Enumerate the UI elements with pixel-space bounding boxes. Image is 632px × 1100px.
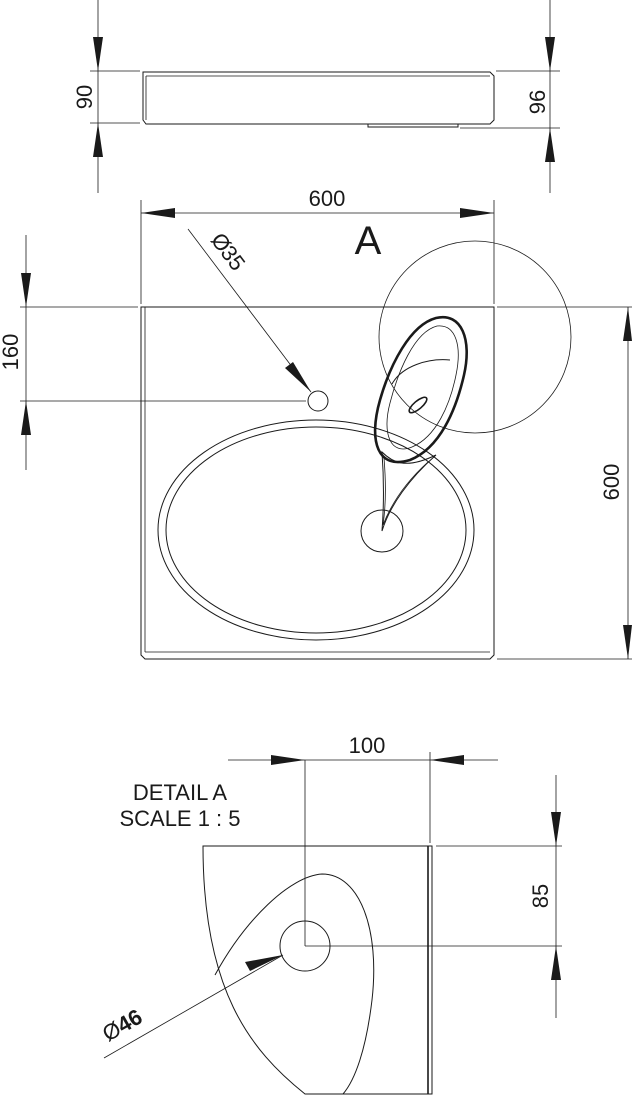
side-left-arrow-top (93, 37, 103, 71)
width-label: 600 (309, 186, 346, 211)
hole-diameter-label-group: Ø 35 (206, 228, 250, 275)
faucet-head (373, 315, 468, 464)
detail-marker-label: A (355, 219, 382, 263)
bowl-outer (157, 419, 475, 641)
side-profile (142, 71, 495, 125)
side-height-left-label: 90 (72, 85, 97, 109)
faucet-spout (391, 359, 451, 385)
offset-arrow-bottom (21, 401, 31, 435)
side-height-right-label: 96 (525, 90, 550, 114)
width-arrow-right (460, 208, 494, 218)
detail-width-arrow-left (271, 755, 305, 765)
side-left-arrow-bottom (93, 123, 103, 157)
depth-arrow-bottom (623, 625, 632, 659)
faucet-lever (408, 396, 428, 414)
side-view: 90 96 (72, 0, 560, 193)
detail-outline (202, 845, 433, 1095)
faucet-head-inner (386, 325, 459, 450)
side-drain-foot (367, 124, 459, 128)
detail-height-label: 85 (528, 884, 553, 908)
hole-leader-arrow (285, 362, 311, 392)
offset-arrow-top (21, 273, 31, 307)
depth-arrow-top (623, 307, 632, 341)
side-right-arrow-top (545, 37, 555, 71)
detail-circle (378, 240, 572, 434)
side-right-arrow-bottom (545, 128, 555, 162)
detail-width-label: 100 (349, 733, 386, 758)
detail-head-curve (214, 873, 375, 1095)
top-view: A 600 600 160 Ø 35 (0, 186, 632, 660)
detail-diameter-label-group: Ø 46 (98, 1004, 146, 1046)
detail-width-arrow-right (430, 755, 464, 765)
drain-hole (360, 509, 404, 553)
detail-diameter-arrow (245, 955, 283, 971)
detail-scale: SCALE 1 : 5 (119, 806, 240, 831)
detail-view: DETAIL A SCALE 1 : 5 100 85 Ø 46 (98, 733, 562, 1095)
bowl-inner (165, 426, 467, 634)
top-outline (140, 306, 495, 660)
width-arrow-left (141, 208, 175, 218)
detail-height-arrow-top (551, 812, 561, 846)
faucet-blade (381, 450, 437, 532)
offset-label: 160 (0, 334, 23, 371)
detail-height-arrow-bottom (551, 946, 561, 980)
depth-label: 600 (599, 464, 624, 501)
tap-hole (307, 390, 329, 412)
detail-diameter-leader (103, 954, 284, 1059)
detail-title: DETAIL A (133, 780, 227, 805)
faucet-blade-inner (382, 457, 429, 526)
